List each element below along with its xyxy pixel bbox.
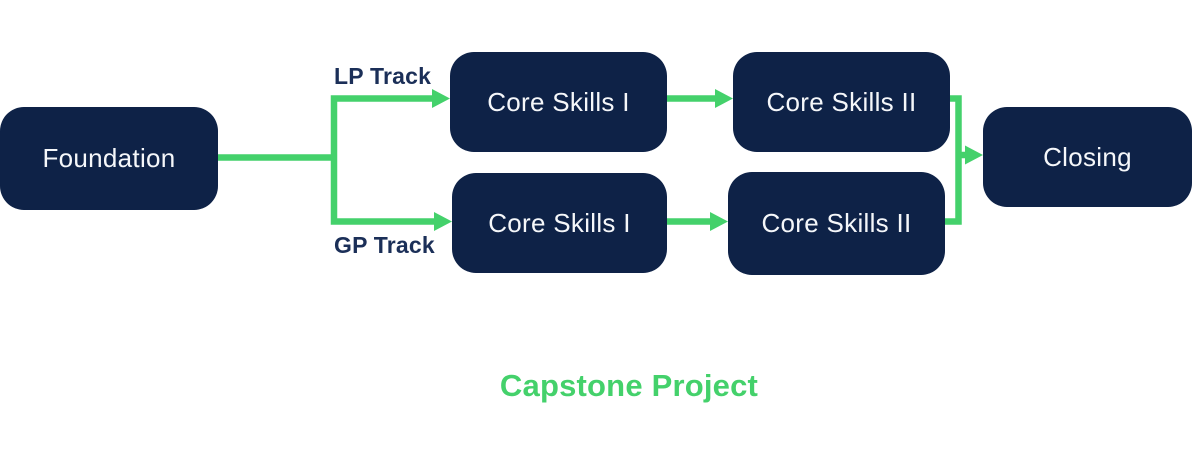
node-foundation: Foundation [0, 107, 218, 210]
label-lp-track: LP Track [334, 63, 432, 89]
node-core-skills-2-lp-label: Core Skills II [766, 86, 917, 117]
arrowhead-gp-core2-icon [710, 212, 728, 231]
node-core-skills-1-lp-label: Core Skills I [487, 86, 630, 117]
node-core-skills-1-gp-label: Core Skills I [488, 207, 631, 238]
node-core-skills-2-gp-label: Core Skills II [761, 208, 912, 238]
node-core-skills-2-lp: Core Skills II [733, 52, 950, 152]
caption-capstone-project: Capstone Project [499, 368, 759, 403]
arrowhead-gp-core1-icon [434, 212, 452, 231]
label-gp-track: GP Track [334, 232, 435, 258]
arrowhead-lp-core1-icon [432, 89, 450, 108]
node-core-skills-1-lp: Core Skills I [450, 52, 667, 152]
node-closing: Closing [983, 107, 1192, 207]
arrowhead-closing-icon [965, 145, 983, 165]
node-core-skills-1-gp: Core Skills I [452, 173, 667, 273]
node-core-skills-2-gp: Core Skills II [728, 172, 945, 275]
node-closing-label: Closing [1043, 141, 1132, 172]
node-foundation-label: Foundation [42, 143, 176, 173]
connector-fork-branches [330, 95, 438, 225]
arrowhead-lp-core2-icon [715, 89, 733, 108]
